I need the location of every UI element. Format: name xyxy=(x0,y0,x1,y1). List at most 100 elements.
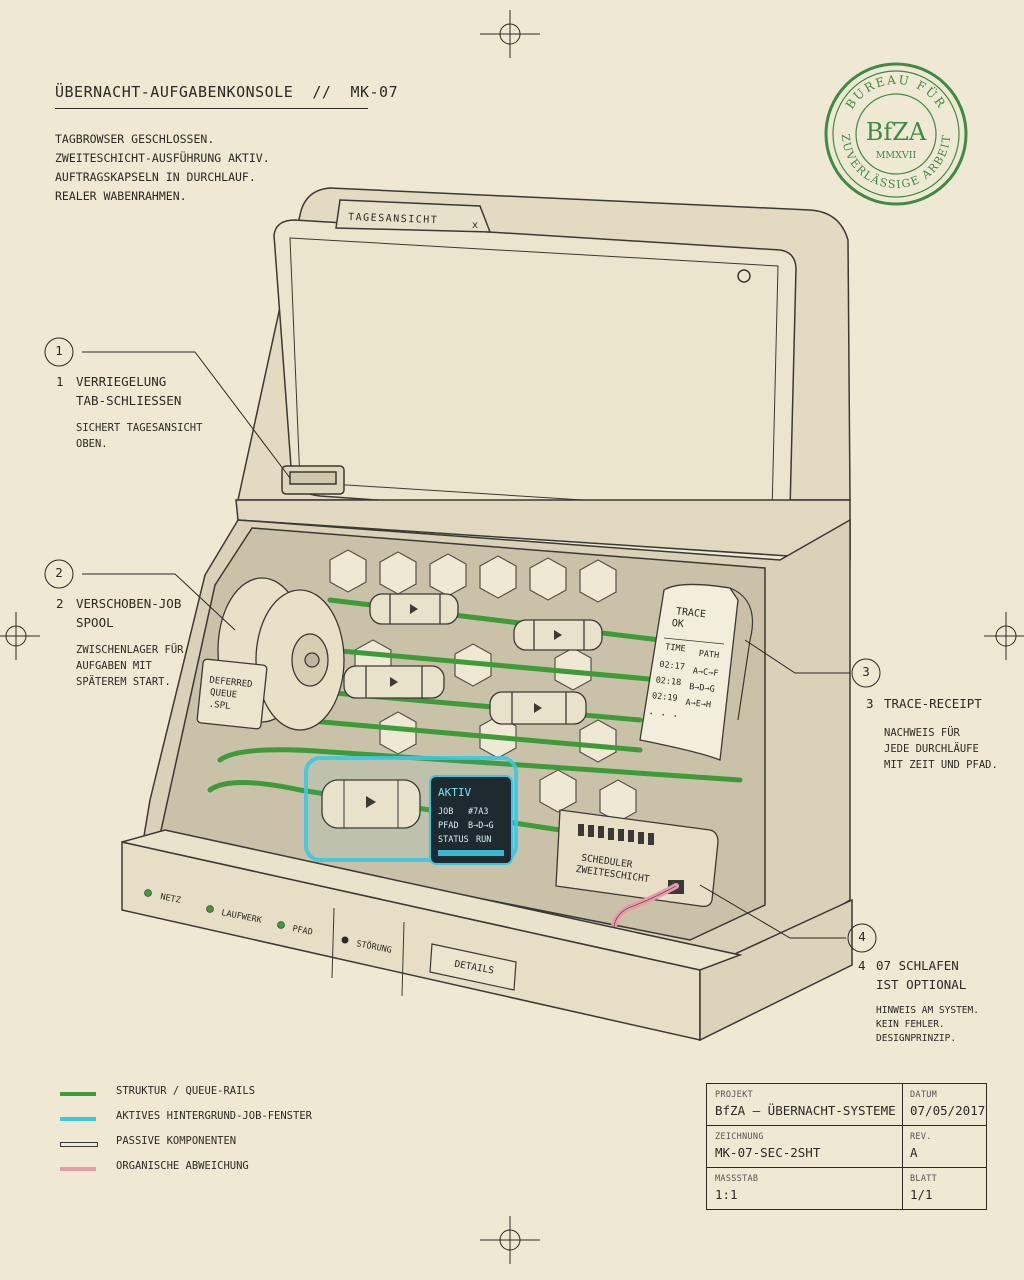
callout-number: 2 xyxy=(55,565,63,580)
status-led-icon xyxy=(206,905,214,913)
receipt-path: B→D→G xyxy=(689,682,715,695)
trace-receipt: TRACE OK TIME PATH 02:17 A→C→F 02:18 B→D… xyxy=(639,583,754,761)
title-block: PROJEKT BfZA – ÜBERNACHT-SYSTEME DATUM 0… xyxy=(706,1083,987,1210)
callout-body-line: OBEN. xyxy=(76,438,108,450)
active-value: #7A3 xyxy=(468,807,488,817)
tb-datum: DATUM 07/05/2017 xyxy=(910,1090,985,1118)
tb-value: 1:1 xyxy=(715,1187,738,1202)
active-key: STATUS xyxy=(438,835,469,845)
callout-head-line: TAB-SCHLIESSEN xyxy=(76,393,182,408)
callout-body-line: SICHERT TAGESANSICHT xyxy=(76,422,203,434)
active-key: JOB xyxy=(438,807,453,817)
tb-label: MASSSTAB xyxy=(715,1174,759,1184)
stamp-center: BfZA xyxy=(866,118,927,146)
tb-projekt: PROJEKT BfZA – ÜBERNACHT-SYSTEME xyxy=(715,1090,896,1118)
callout-number: 4 xyxy=(858,958,866,973)
callout-number: 4 xyxy=(858,929,866,944)
crosshair-icon xyxy=(0,612,40,660)
crosshair-icon xyxy=(480,10,540,58)
callout-1: 1 VERRIEGELUNG TAB-SCHLIESSEN SICHERT TA… xyxy=(56,372,202,452)
status-led-icon xyxy=(341,936,349,944)
callout-body-line: AUFGABEN MIT xyxy=(76,660,152,672)
receipt-line: OK xyxy=(671,618,684,630)
stamp-year: MMXVII xyxy=(876,150,917,161)
callout-head-line: SPOOL xyxy=(76,615,114,630)
callout-head-line: TRACE-RECEIPT xyxy=(884,696,982,711)
crosshair-icon xyxy=(984,612,1024,660)
title-rule xyxy=(55,108,368,109)
callout-circle xyxy=(44,559,74,589)
receipt-line: TRACE xyxy=(675,606,706,620)
callout-circle xyxy=(44,337,74,367)
legend-swatch xyxy=(60,1117,96,1121)
callout-head-line: 07 SCHLAFEN xyxy=(876,958,959,973)
intro-line: AUFTRAGSKAPSELN IN DURCHLAUF. xyxy=(55,170,256,184)
callout-body-line: KEIN FEHLER. xyxy=(876,1019,945,1030)
tb-label: DATUM xyxy=(910,1090,938,1100)
tb-label: BLATT xyxy=(910,1174,938,1184)
callout-number: 1 xyxy=(55,343,63,358)
indicator-label: PFAD xyxy=(291,924,313,938)
indicator-label: NETZ xyxy=(159,892,181,906)
callout-3: 3 TRACE-RECEIPT NACHWEIS FÜR JEDE DURCHL… xyxy=(866,694,998,773)
status-led-icon xyxy=(144,889,152,897)
legend-swatch xyxy=(60,1092,96,1096)
receipt-time: 02:18 xyxy=(655,676,681,689)
spool-label-line: QUEUE xyxy=(209,688,237,701)
spool-label-line: .SPL xyxy=(208,700,231,712)
callout-body-line: SPÄTEREM START. xyxy=(76,676,171,688)
tb-value: 07/05/2017 xyxy=(910,1103,986,1118)
callout-circle xyxy=(847,923,877,953)
callout-body-line: DESIGNPRINZIP. xyxy=(876,1033,957,1044)
callout-4: 4 07 SCHLAFEN IST OPTIONAL HINWEIS AM SY… xyxy=(858,956,979,1046)
receipt-path: A→E→H xyxy=(685,698,711,711)
receipt-col-time: TIME xyxy=(665,642,686,654)
active-value: RUN xyxy=(476,835,491,845)
tb-value: BfZA – ÜBERNACHT-SYSTEME xyxy=(715,1103,896,1118)
receipt-time: 02:19 xyxy=(651,691,677,704)
callout-circle xyxy=(851,658,881,688)
intro-line: TAGBROWSER GESCHLOSSEN. xyxy=(55,132,215,146)
callout-number: 1 xyxy=(56,374,64,389)
sheet-title: ÜBERNACHT-AUFGABENKONSOLE // MK-07 xyxy=(55,83,399,101)
legend-label: AKTIVES HINTERGRUND-JOB-FENSTER xyxy=(116,1110,312,1122)
details-button[interactable]: DETAILS xyxy=(429,943,517,991)
receipt-more: . . . xyxy=(648,706,679,720)
tb-label: REV. xyxy=(910,1132,932,1142)
legend-label: STRUKTUR / QUEUE-RAILS xyxy=(116,1085,256,1097)
intro-line: REALER WABENRAHMEN. xyxy=(55,189,187,203)
active-job-window: AKTIV JOB #7A3 PFAD B→D→G STATUS RUN xyxy=(304,756,518,865)
callout-head-line: VERSCHOBEN-JOB xyxy=(76,596,182,611)
callout-body-line: HINWEIS AM SYSTEM. xyxy=(876,1005,979,1016)
callout-2: 2 VERSCHOBEN-JOB SPOOL ZWISCHENLAGER FÜR… xyxy=(56,594,183,690)
indicator-pfad: PFAD xyxy=(277,921,313,938)
callout-body-line: NACHWEIS FÜR xyxy=(884,727,960,739)
indicator-netz: NETZ xyxy=(144,889,181,906)
tab-close-icon: x xyxy=(472,220,478,231)
receipt-time: 02:17 xyxy=(659,660,685,673)
intro-line: ZWEITESCHICHT-AUSFÜHRUNG AKTIV. xyxy=(55,151,270,165)
active-title: AKTIV xyxy=(438,786,471,799)
intro-text: TAGBROWSER GESCHLOSSEN. ZWEITESCHICHT-AU… xyxy=(55,130,270,206)
legend-label: PASSIVE KOMPONENTEN xyxy=(116,1135,237,1147)
tb-value: MK-07-SEC-2SHT xyxy=(715,1145,821,1160)
tb-rev: REV. A xyxy=(910,1132,932,1160)
legend-swatch xyxy=(60,1167,96,1171)
tab-label: TAGESANSICHT xyxy=(348,212,439,226)
legend-swatch xyxy=(60,1142,98,1147)
tb-massstab: MASSSTAB 1:1 xyxy=(715,1174,758,1202)
callout-number: 2 xyxy=(56,596,64,611)
legend-label: ORGANISCHE ABWEICHUNG xyxy=(116,1160,249,1172)
tb-value: A xyxy=(910,1145,918,1160)
tb-label: PROJEKT xyxy=(715,1090,753,1100)
callout-head-line: VERRIEGELUNG xyxy=(76,374,167,389)
active-key: PFAD xyxy=(438,821,458,831)
callout-body-line: JEDE DURCHLÄUFE xyxy=(884,743,979,755)
scheduler-module: SCHEDULER ZWEITESCHICHT xyxy=(555,809,719,908)
status-led-icon xyxy=(277,921,285,929)
active-value: B→D→G xyxy=(468,821,494,831)
spool-label-plate: DEFERRED QUEUE .SPL xyxy=(196,658,268,730)
callout-head-line: IST OPTIONAL xyxy=(876,977,967,992)
